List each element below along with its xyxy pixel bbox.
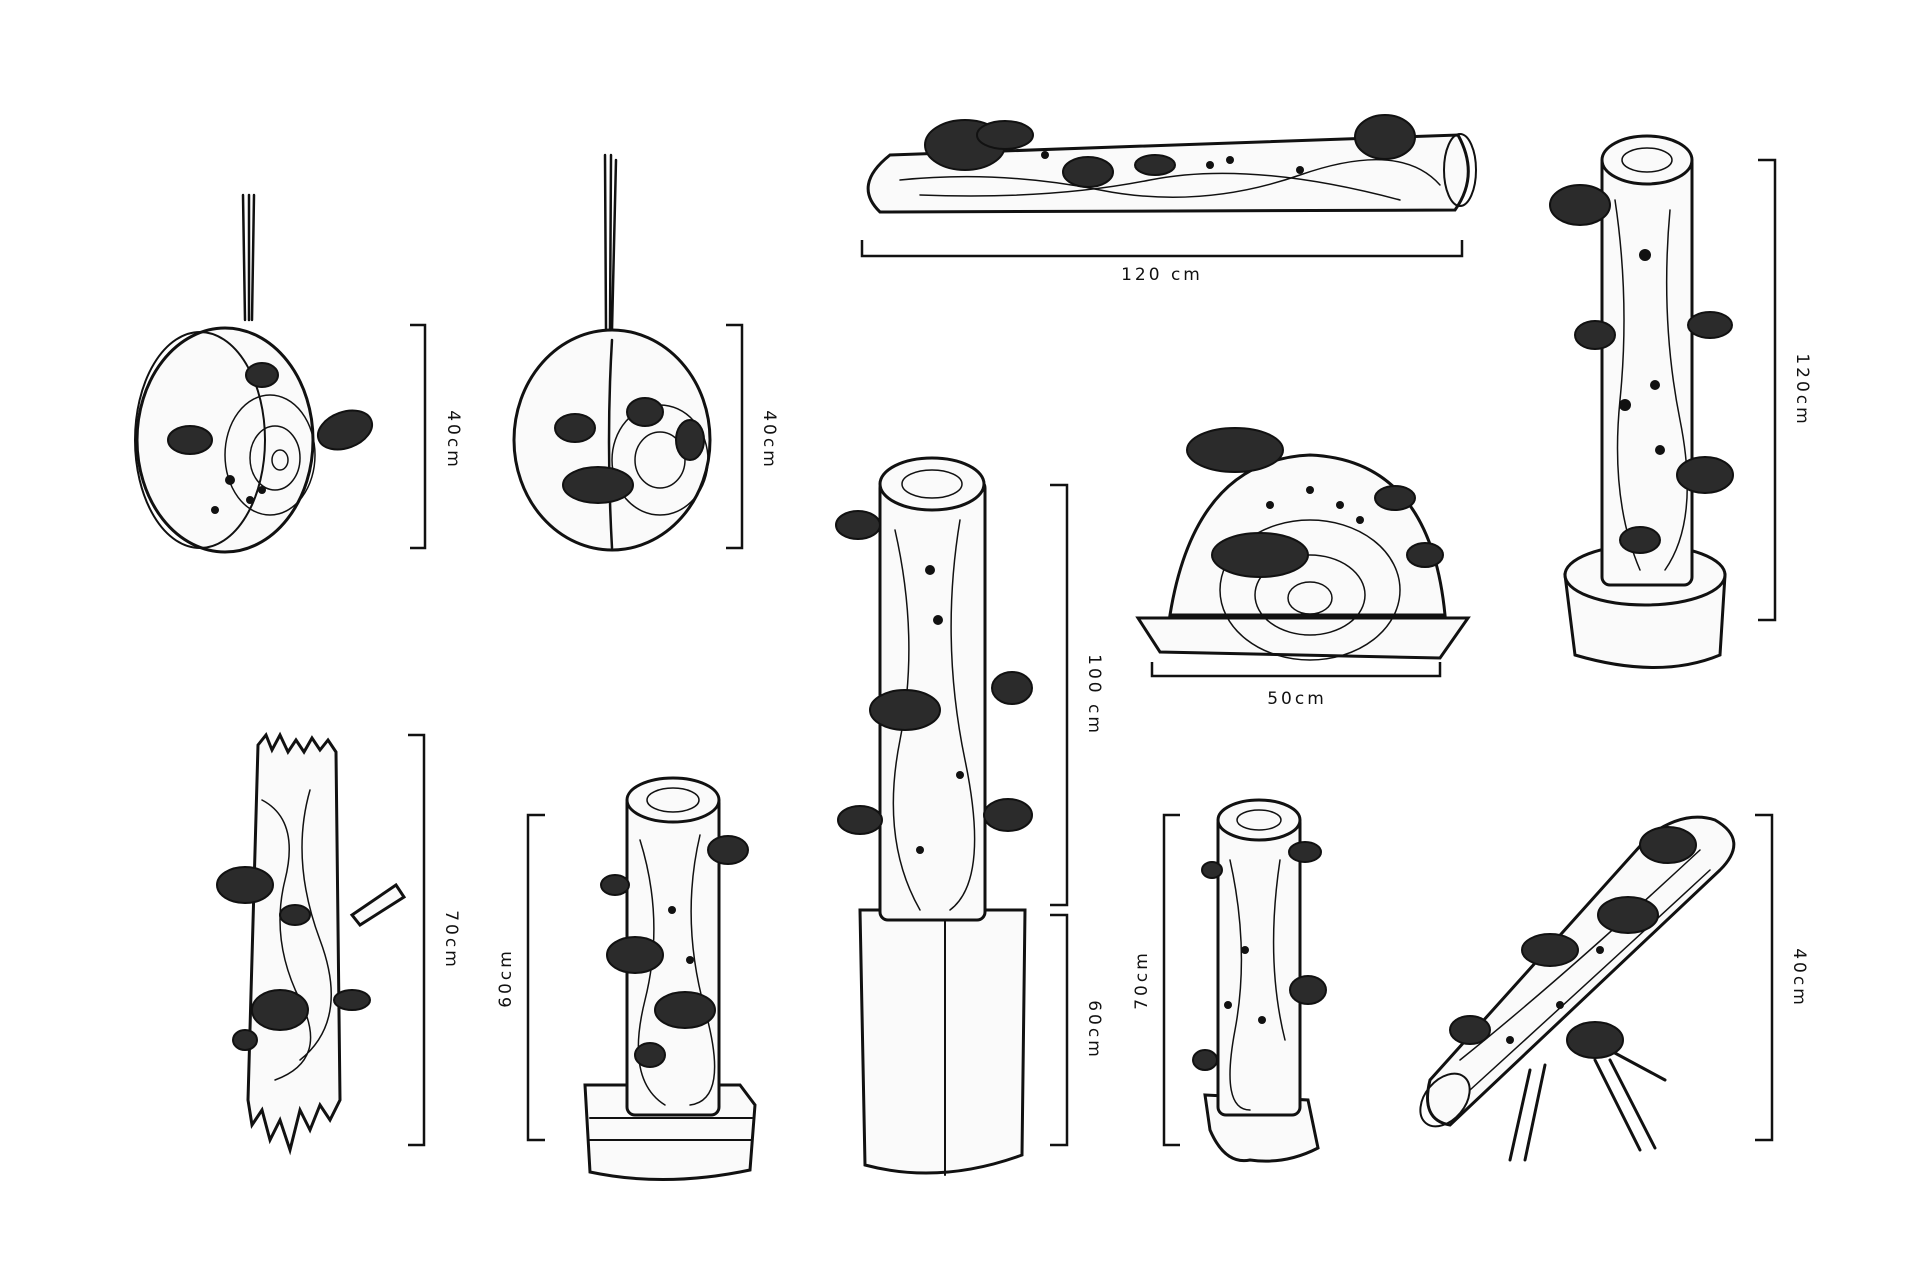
dimension-label-5: 100 cm <box>1084 654 1104 736</box>
dimension-label-6: 50cm <box>1267 689 1327 709</box>
dimension-line-1: 40cm <box>410 323 463 550</box>
dimension-line-5: 100 cm 60cm <box>1050 483 1104 1147</box>
dimension-label-4: 120cm <box>1792 353 1812 426</box>
hanging-log-round-split-sketch <box>512 153 712 552</box>
dimension-label-3: 120 cm <box>1121 265 1203 285</box>
half-round-log-on-plate-sketch <box>1135 427 1471 661</box>
dimension-line-3: 120 cm <box>860 240 1464 285</box>
tall-log-on-base-sketch <box>1549 134 1734 669</box>
dimension-label-10: 40cm <box>1789 948 1809 1008</box>
log-on-wood-slab-sketch <box>1192 798 1327 1163</box>
dimension-line-4: 120cm <box>1758 158 1812 622</box>
dimension-line-8: 60cm <box>496 813 545 1142</box>
log-on-tripod-sketch <box>1419 815 1736 1162</box>
dimension-line-10: 40cm <box>1755 813 1809 1142</box>
dimension-line-2: 40cm <box>726 323 779 550</box>
dimension-label-2: 40cm <box>759 410 779 470</box>
dimension-line-7: 70cm <box>408 733 461 1147</box>
log-on-stacked-blocks-sketch <box>583 776 757 1182</box>
dimension-line-6: 50cm <box>1150 662 1442 709</box>
hanging-log-round-front-sketch <box>134 193 374 554</box>
dimension-label-8: 60cm <box>496 948 516 1008</box>
dimension-label-9: 70cm <box>1132 950 1152 1010</box>
dimension-line-9: 70cm <box>1132 813 1180 1147</box>
dimension-label-pedestal: 60cm <box>1084 1000 1104 1060</box>
tall-log-on-pedestal-sketch <box>835 456 1033 1176</box>
horizontal-log-sketch <box>866 114 1477 214</box>
dimension-label-7: 70cm <box>441 910 461 970</box>
hanging-rough-log-sketch <box>216 731 407 1156</box>
dimension-label-1: 40cm <box>443 410 463 470</box>
